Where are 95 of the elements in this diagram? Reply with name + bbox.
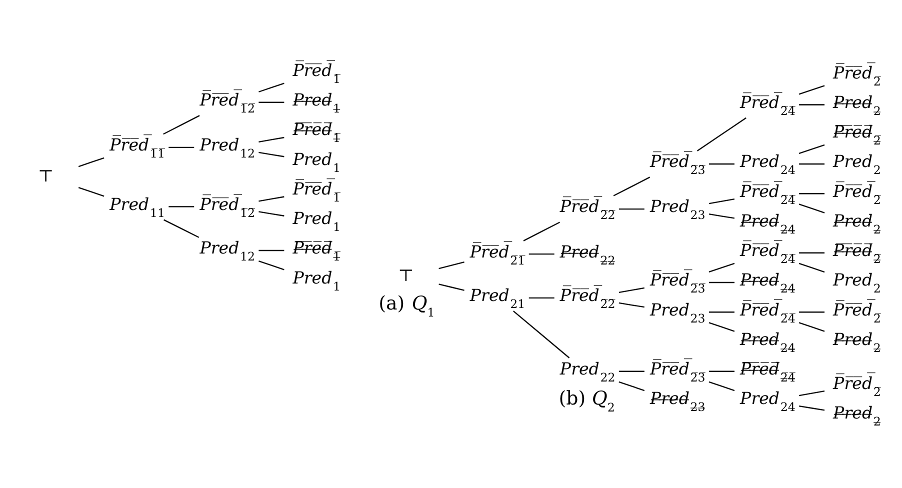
label: (a) Q$_{1}$ — [378, 292, 434, 320]
label: (b) Q$_{2}$ — [558, 387, 614, 414]
connector — [438, 284, 464, 291]
node-text: P̅r̅e̅d̅$_{1̅1̅}$ — [109, 136, 164, 161]
connector — [258, 82, 284, 92]
node-text: ⊤ — [37, 166, 54, 186]
node-text: P̶r̶e̶d̶$_{2̶}$ — [832, 403, 880, 428]
connector — [528, 253, 554, 255]
node-text: Pred$_{2}$ — [832, 270, 880, 296]
connector — [168, 146, 194, 148]
connector — [258, 136, 284, 143]
node-text: Pred$_{1}$ — [292, 209, 340, 234]
connector — [798, 252, 824, 254]
node-text: P̶r̶e̶d̶$_{2̶}$ — [832, 92, 880, 118]
node-text: Pred$_{1}$ — [292, 150, 340, 175]
connector — [696, 117, 746, 152]
connector — [798, 144, 824, 154]
connector — [798, 193, 824, 194]
node-text: P̅r̅e̅d̅$_{2̅}$ — [832, 63, 880, 88]
node-text: Pred$_{12}$ — [199, 136, 255, 161]
node-text: Pred$_{12}$ — [199, 238, 255, 264]
connector — [258, 211, 284, 216]
connector — [798, 312, 824, 313]
node-text: P̶r̶e̶d̶$_{2̶4̶}$ — [740, 330, 795, 355]
connector — [708, 312, 734, 313]
node-text: Pred$_{1}$ — [292, 268, 340, 294]
node-text: P̅r̅e̅d̅$_{2̅}$ — [832, 300, 880, 326]
node-text: Pred$_{21}$ — [469, 286, 525, 312]
node-text: P̅r̅e̅d̅$_{2̅4̅}$ — [740, 182, 795, 207]
connector — [162, 115, 200, 135]
connector — [168, 206, 194, 208]
node-text: P̅r̅e̅d̅$_{2̅3̅}$ — [649, 360, 705, 385]
node-text: P̶r̶e̶d̶$_{2̶}$ — [832, 211, 880, 236]
node-text: ⊤ — [398, 266, 414, 285]
node-text: P̶r̶e̶d̶$_{2̶4̶}$ — [740, 211, 795, 236]
node-text: P̅r̅e̅d̅$_{1̅2̅}$ — [199, 194, 255, 220]
node-text: Pred$_{22}$ — [559, 360, 615, 385]
connector — [618, 208, 644, 210]
connector — [438, 261, 464, 270]
connector — [708, 198, 734, 204]
node-text: P̅r̅e̅d̅$_{2̅4̅}$ — [740, 241, 795, 266]
node-text: P̅r̅e̅d̅$_{2̅}$ — [832, 374, 880, 399]
node-text: P̶r̶e̶d̶$_{2̶}$ — [832, 330, 880, 355]
connector — [618, 287, 644, 294]
node-text: P̶r̶e̶d̶$_{2̶3̶}$ — [649, 389, 705, 414]
connector — [798, 204, 824, 214]
connector — [78, 187, 104, 197]
node-text: Pred$_{24}$ — [740, 389, 795, 414]
node-text: P̅r̅e̅d̅$_{1̅}$ — [292, 60, 340, 86]
connector — [618, 370, 644, 372]
node-text: P̶r̶e̶d̶$_{2̶4̶}$ — [740, 270, 795, 296]
connector — [258, 260, 284, 270]
connector — [798, 405, 824, 411]
node-text: Pred$_{23}$ — [649, 197, 705, 222]
connector — [798, 262, 824, 273]
node-text: P̅r̅e̅d̅$_{2̅2̅}$ — [559, 197, 615, 222]
connector — [522, 222, 560, 242]
node-text: P̅r̅e̅d̅$_{2̅3̅}$ — [649, 152, 705, 178]
connector — [612, 176, 650, 196]
connector — [798, 163, 824, 165]
node-text: Pred$_{24}$ — [740, 152, 795, 178]
connector — [798, 85, 824, 95]
connector — [708, 214, 734, 219]
node-text: P̅r̅e̅d̅$_{2̅3̅}$ — [649, 270, 705, 296]
node-text: P̅r̅e̅d̅$_{2̅2̅}$ — [559, 286, 615, 312]
node-text: P̶r̶e̶d̶$_{1̶}$ — [292, 90, 340, 116]
connector — [798, 322, 824, 332]
node-text: Pred$_{23}$ — [649, 300, 705, 326]
connector — [163, 219, 199, 238]
connector — [78, 157, 104, 168]
connector — [708, 282, 734, 284]
node-text: P̶r̶e̶d̶$_{2̶2̶}$ — [559, 242, 615, 268]
connector — [512, 310, 570, 358]
connector — [618, 381, 644, 392]
connector — [258, 196, 284, 202]
connector — [708, 370, 734, 372]
node-text: Pred$_{11}$ — [109, 194, 164, 220]
node-text: P̅r̅e̅d̅$_{2̅4̅}$ — [740, 92, 795, 118]
connector — [258, 102, 284, 103]
connector — [618, 302, 644, 308]
connector — [528, 297, 554, 298]
node-text: P̅r̅e̅d̅$_{2̅1̅}$ — [469, 242, 525, 268]
connector — [708, 163, 734, 165]
node-text: Pred$_{2}$ — [832, 152, 880, 178]
connector — [258, 152, 284, 158]
connector — [708, 322, 734, 332]
connector — [798, 104, 824, 106]
connector — [798, 390, 824, 396]
node-text: P̅r̅e̅d̅$_{1̅}$ — [292, 179, 340, 204]
node-text: P̅r̅e̅d̅$_{2̅}$ — [832, 182, 880, 207]
node-text: P̅r̅e̅d̅$_{1̅2̅}$ — [199, 90, 255, 116]
connector — [708, 381, 734, 392]
node-text: P̅r̅e̅d̅$_{2̅4̅}$ — [740, 300, 795, 326]
connector — [708, 262, 734, 273]
connector — [258, 250, 284, 252]
